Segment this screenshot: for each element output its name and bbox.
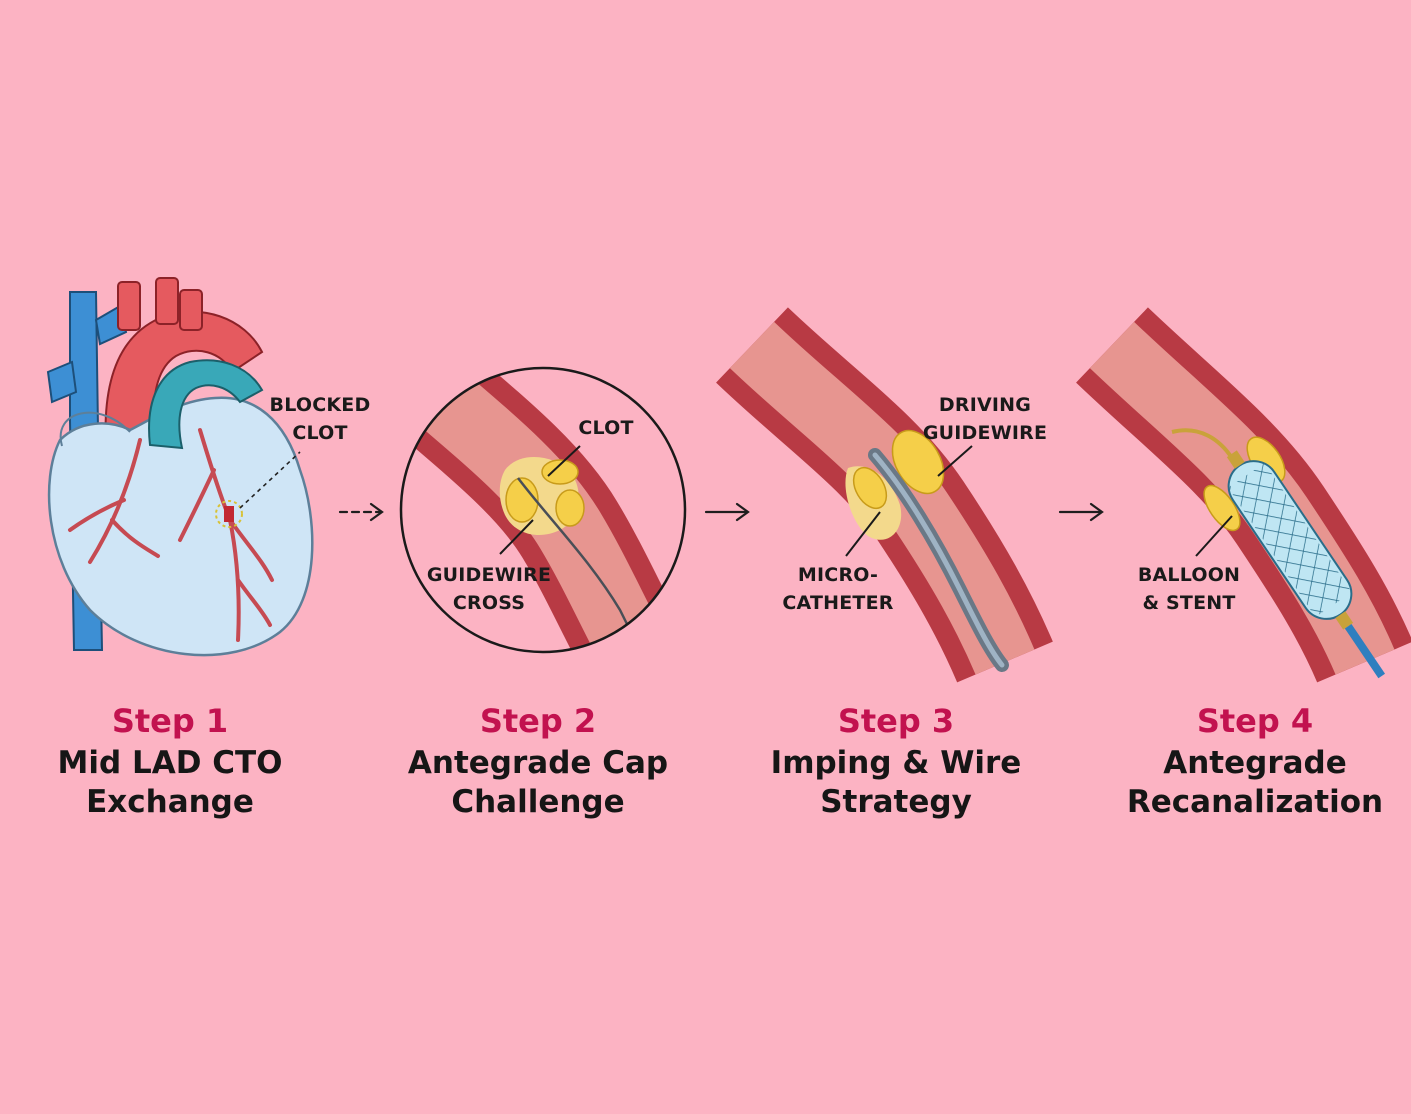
callout-driving-guidewire-1: DRIVING xyxy=(939,394,1031,416)
callout-balloon-stent-2: & STENT xyxy=(1142,592,1235,614)
step-3-caption: Step 3 Imping & Wire Strategy xyxy=(716,698,1076,822)
callout-balloon-stent-1: BALLOON xyxy=(1138,564,1240,586)
step-2-label: Step 2 xyxy=(479,702,597,740)
step-2-caption: Step 2 Antegrade Cap Challenge xyxy=(358,698,718,822)
step-1-title: Mid LAD CTO Exchange xyxy=(57,745,283,820)
step-4-title: Antegrade Recanalization xyxy=(1126,745,1384,820)
arrow-right-icon xyxy=(704,502,750,522)
callout-clot-2: CLOT xyxy=(578,417,633,439)
callout-guidewire-cross-2: CROSS xyxy=(453,592,525,614)
step-4-caption: Step 4 Antegrade Recanalization xyxy=(1075,698,1411,822)
step-1-caption: Step 1 Mid LAD CTO Exchange xyxy=(0,698,350,822)
vessel-balloon-stent xyxy=(1076,307,1411,683)
step-4-label: Step 4 xyxy=(1196,702,1314,740)
vessel-clot-zoom xyxy=(399,366,687,654)
step-3-title: Imping & Wire Strategy xyxy=(770,745,1022,820)
heart-illustration xyxy=(46,277,314,657)
callout-microcatheter-1: MICRO- xyxy=(798,564,878,586)
callout-microcatheter-2: CATHETER xyxy=(782,592,893,614)
step-3-label: Step 3 xyxy=(837,702,955,740)
callout-blocked: BLOCKED xyxy=(270,394,371,416)
callout-clot-1: CLOT xyxy=(292,422,347,444)
step-2-title: Antegrade Cap Challenge xyxy=(407,745,669,820)
vessel-microcatheter xyxy=(716,307,1053,683)
step-1-label: Step 1 xyxy=(111,702,229,740)
arrow-right-icon xyxy=(1058,502,1104,522)
callout-guidewire-cross-1: GUIDEWIRE xyxy=(427,564,551,586)
arrow-right-icon xyxy=(338,502,384,522)
callout-driving-guidewire-2: GUIDEWIRE xyxy=(923,422,1047,444)
